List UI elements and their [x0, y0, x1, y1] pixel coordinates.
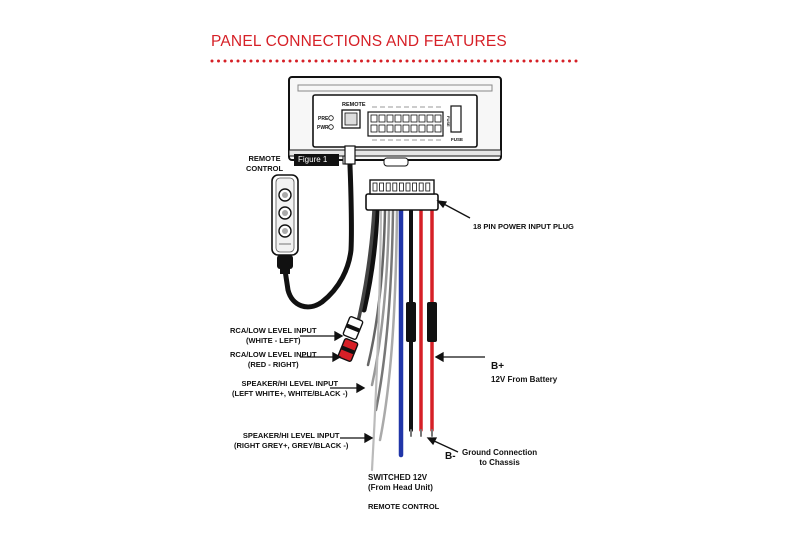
bminus-desc: Ground Connection to Chassis: [462, 448, 538, 467]
remote-cable: [282, 145, 356, 310]
rca-plug-white: [342, 316, 364, 340]
rca-right-label: RCA/LOW LEVEL INPUT (RED - RIGHT): [230, 350, 317, 369]
speaker-left-label: SPEAKER/HI LEVEL INPUT (LEFT WHITE+, WHI…: [232, 379, 348, 398]
switched-label: SWITCHED 12V (From Head Unit): [368, 473, 433, 492]
power-plug-18pin: [365, 179, 439, 211]
fuse-label: FUSE: [451, 137, 464, 142]
remote-control-unit: [271, 174, 299, 274]
bplus-desc: 12V From Battery: [491, 375, 558, 384]
dotted-rule: [210, 59, 578, 63]
pre-label: PRE: [318, 116, 329, 122]
remote-control-label: REMOTE CONTROL: [246, 154, 284, 173]
figure-tag: [294, 154, 339, 166]
rca-plug-red: [337, 338, 359, 362]
page-title: PANEL CONNECTIONS AND FEATURES: [211, 33, 507, 50]
pwr-led: [328, 124, 334, 130]
figure-label: Figure 1: [298, 155, 328, 164]
bminus-label: B-: [445, 451, 456, 462]
wire-harness: [354, 207, 437, 472]
fuse-text: FUSE: [446, 116, 451, 127]
rca-left-label: RCA/LOW LEVEL INPUT (WHITE - LEFT): [230, 326, 317, 345]
remote-control-bottom-label: REMOTE CONTROL: [368, 502, 440, 511]
speaker-right-label: SPEAKER/HI LEVEL INPUT (RIGHT GREY+, GRE…: [234, 431, 349, 450]
fuse-icon: [450, 105, 462, 133]
bplus-label: B+: [491, 361, 505, 372]
pre-led: [328, 115, 334, 121]
pwr-label: PWR: [317, 125, 329, 131]
callout-arrows: [300, 200, 485, 453]
panel-remote-label: REMOTE: [342, 102, 366, 108]
plug-label: 18 PIN POWER INPUT PLUG: [473, 222, 574, 231]
